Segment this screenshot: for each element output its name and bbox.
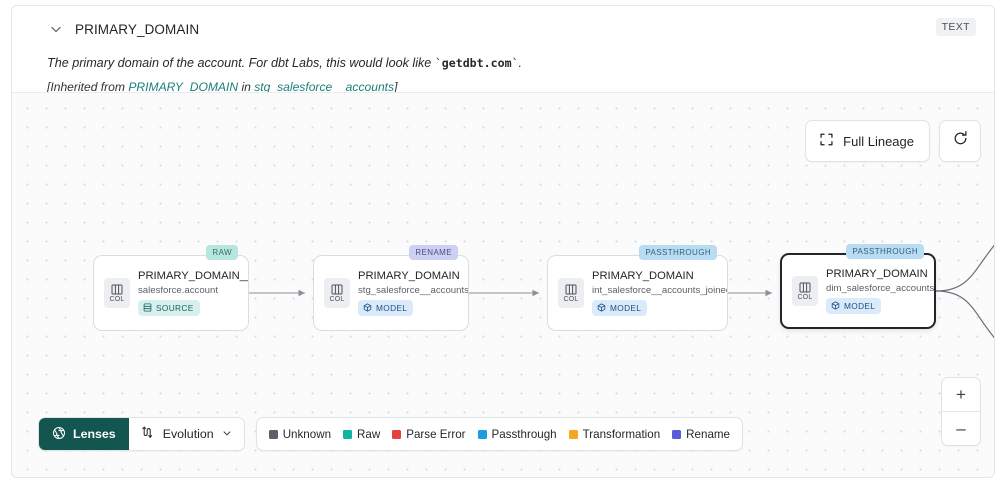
- evolution-path-icon: [141, 425, 156, 443]
- chevron-down-icon[interactable]: [48, 21, 64, 37]
- node-badge-label: MODEL: [610, 303, 642, 313]
- legend-swatch-rename: [672, 429, 682, 439]
- refresh-button[interactable]: [939, 120, 981, 162]
- lenses-evolution-group: Lenses Evolution: [38, 417, 245, 451]
- col-label: COL: [797, 293, 813, 301]
- database-icon: [143, 302, 152, 314]
- legend-item: Unknown: [268, 427, 332, 441]
- legend-item: Passthrough: [477, 427, 557, 441]
- legend-label: Passthrough: [491, 427, 557, 441]
- node-name: PRIMARY_DOMAIN__C: [138, 270, 248, 282]
- legend-label: Rename: [686, 427, 730, 441]
- col-label: COL: [109, 295, 125, 303]
- legend-item: Parse Error: [392, 427, 466, 441]
- lineage-toolbar: Full Lineage: [805, 120, 981, 162]
- legend-swatch-passthrough: [477, 429, 487, 439]
- full-lineage-button[interactable]: Full Lineage: [805, 120, 930, 162]
- zoom-out-button[interactable]: –: [956, 418, 966, 438]
- node-tag: RAW: [206, 245, 238, 260]
- cube-icon: [831, 300, 840, 312]
- description-code: getdbt.com: [441, 56, 512, 70]
- node-body: PRIMARY_DOMAIN stg_salesforce__accounts …: [358, 270, 468, 316]
- columns-icon: COL: [558, 278, 584, 308]
- aperture-icon: [52, 426, 66, 443]
- legend-swatch-transformation: [568, 429, 578, 439]
- backtick-open: `: [434, 56, 442, 70]
- inherited-model-link[interactable]: stg_salesforce__accounts: [254, 80, 395, 94]
- expand-icon: [819, 132, 834, 150]
- node-type-badge: SOURCE: [138, 300, 200, 316]
- node-tag: RENAME: [409, 245, 458, 260]
- legend-label: Parse Error: [406, 427, 466, 441]
- title-row: PRIMARY_DOMAIN: [30, 6, 976, 47]
- zoom-in-button[interactable]: +: [942, 378, 980, 412]
- lineage-node[interactable]: RAW COL PRIMARY_DOMAIN__C salesforce.acc…: [93, 245, 249, 331]
- node-type-badge: MODEL: [826, 298, 882, 314]
- lineage-bottom-bar: Lenses Evolution: [38, 417, 743, 451]
- node-badge-label: MODEL: [376, 303, 408, 313]
- node-body: PRIMARY_DOMAIN__C salesforce.account SOU…: [138, 270, 248, 316]
- zoom-controls: + –: [941, 377, 981, 446]
- columns-icon: COL: [792, 276, 818, 306]
- lineage-node-selected[interactable]: PASSTHROUGH COL PRIMARY_DOMAIN dim_sales…: [780, 244, 936, 329]
- node-name: PRIMARY_DOMAIN: [358, 270, 460, 282]
- node-subtitle: salesforce.account: [138, 285, 218, 296]
- backtick-close: `: [511, 56, 519, 70]
- full-lineage-label: Full Lineage: [843, 133, 914, 149]
- legend-swatch-raw: [343, 429, 353, 439]
- cube-icon: [363, 302, 372, 314]
- chevron-down-icon: [221, 427, 233, 442]
- refresh-icon: [952, 130, 969, 152]
- node-tag: PASSTHROUGH: [639, 245, 717, 260]
- inherited-column-link[interactable]: PRIMARY_DOMAIN: [128, 80, 239, 94]
- legend-swatch-unknown: [268, 429, 278, 439]
- lineage-node[interactable]: RENAME COL PRIMARY_DOMAIN stg_salesforce…: [313, 245, 469, 331]
- inherited-middle: in: [238, 80, 255, 94]
- node-body: PRIMARY_DOMAIN dim_salesforce_accounts M…: [826, 268, 934, 314]
- lineage-nodes: RAW COL PRIMARY_DOMAIN__C salesforce.acc…: [12, 93, 994, 477]
- page-title: PRIMARY_DOMAIN: [75, 21, 200, 37]
- column-header: PRIMARY_DOMAIN TEXT The primary domain o…: [12, 6, 994, 94]
- evolution-label: Evolution: [162, 427, 214, 441]
- col-label: COL: [563, 295, 579, 303]
- description-text: The primary domain of the account. For d…: [47, 56, 435, 70]
- node-subtitle: int_salesforce__accounts_joined: [592, 285, 727, 296]
- node-body: PRIMARY_DOMAIN int_salesforce__accounts_…: [592, 270, 727, 316]
- inherited-note: [Inherited from PRIMARY_DOMAIN in stg_sa…: [47, 80, 976, 94]
- lineage-legend: Unknown Raw Parse Error Passthrough Tran…: [255, 417, 743, 451]
- column-detail-panel: PRIMARY_DOMAIN TEXT The primary domain o…: [11, 5, 995, 478]
- node-subtitle: stg_salesforce__accounts: [358, 285, 468, 296]
- node-type-badge: MODEL: [592, 300, 648, 316]
- lineage-node[interactable]: PASSTHROUGH COL PRIMARY_DOMAIN int_sales…: [547, 245, 728, 331]
- lenses-button[interactable]: Lenses: [39, 418, 129, 450]
- legend-swatch-parse-error: [392, 429, 402, 439]
- legend-item: Transformation: [568, 427, 661, 441]
- legend-label: Unknown: [282, 427, 332, 441]
- node-type-badge: MODEL: [358, 300, 414, 316]
- node-tag: PASSTHROUGH: [846, 244, 924, 259]
- node-name: PRIMARY_DOMAIN: [826, 268, 928, 280]
- legend-label: Raw: [357, 427, 381, 441]
- description-suffix: .: [518, 56, 523, 70]
- column-description: The primary domain of the account. For d…: [47, 55, 976, 72]
- inherited-prefix: [Inherited from: [47, 80, 129, 94]
- lineage-canvas[interactable]: Full Lineage RAW COL: [12, 92, 994, 477]
- legend-item: Raw: [343, 428, 380, 441]
- node-name: PRIMARY_DOMAIN: [592, 270, 694, 282]
- columns-icon: COL: [324, 278, 350, 308]
- type-badge: TEXT: [935, 18, 976, 36]
- evolution-dropdown[interactable]: Evolution: [128, 418, 244, 450]
- inherited-suffix: ]: [394, 80, 398, 94]
- node-badge-label: MODEL: [844, 301, 876, 311]
- columns-icon: COL: [104, 278, 130, 308]
- legend-item: Rename: [672, 428, 730, 441]
- node-subtitle: dim_salesforce_accounts: [826, 283, 934, 294]
- node-badge-label: SOURCE: [156, 303, 194, 313]
- cube-icon: [597, 302, 606, 314]
- legend-label: Transformation: [582, 427, 661, 441]
- col-label: COL: [329, 295, 345, 303]
- lenses-label: Lenses: [73, 427, 116, 441]
